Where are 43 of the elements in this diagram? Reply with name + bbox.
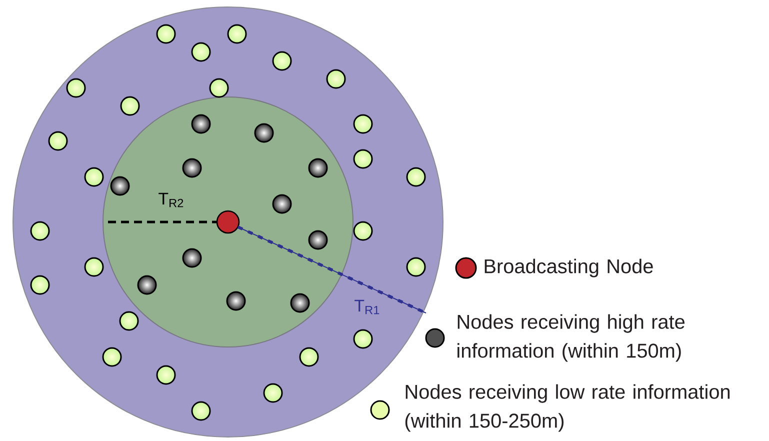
node-dot (137, 275, 157, 295)
node-dot (353, 149, 373, 169)
node-dot (48, 131, 68, 151)
radius-label: T$_{R2}$ (158, 192, 184, 208)
node-dot (84, 167, 104, 187)
coverage-circle (102, 96, 354, 348)
node-dot (299, 347, 319, 367)
node-dot (30, 275, 50, 295)
legend-text: Nodes receiving low rate information (within 150-250m) (405, 384, 730, 432)
node-dot (406, 167, 426, 187)
broadcasting-node (216, 210, 240, 234)
node-dot (182, 158, 202, 178)
node-dot (353, 221, 373, 241)
node-dot (272, 194, 292, 214)
node-dot (308, 158, 328, 178)
node-dot (66, 78, 86, 98)
node-dot (226, 291, 246, 311)
node-dot (102, 347, 122, 367)
node-dot (156, 365, 176, 385)
node-dot (120, 96, 140, 116)
node-dot (30, 221, 50, 241)
node-dot (110, 176, 130, 196)
node-dot (254, 123, 274, 143)
node-dot (290, 293, 310, 313)
node-dot (209, 78, 229, 98)
node-dot (191, 114, 211, 134)
node-dot (353, 114, 373, 134)
node-dot (263, 383, 283, 403)
node-dot (156, 24, 176, 44)
radius-label: T$_{R1}$ (354, 300, 380, 314)
node-dot (308, 230, 328, 250)
node-dot (272, 51, 292, 71)
node-dot (326, 69, 346, 89)
node-dot (353, 329, 373, 349)
legend-text: Nodes receiving high rate information (within 150m) (458, 314, 684, 362)
node-dot (191, 401, 211, 421)
legend-text: Broadcasting Node (484, 258, 653, 278)
node-dot (406, 257, 426, 277)
node-dot (227, 24, 247, 44)
node-dot (182, 248, 202, 268)
node-dot (84, 257, 104, 277)
node-dot (119, 311, 139, 331)
node-dot (191, 42, 211, 62)
